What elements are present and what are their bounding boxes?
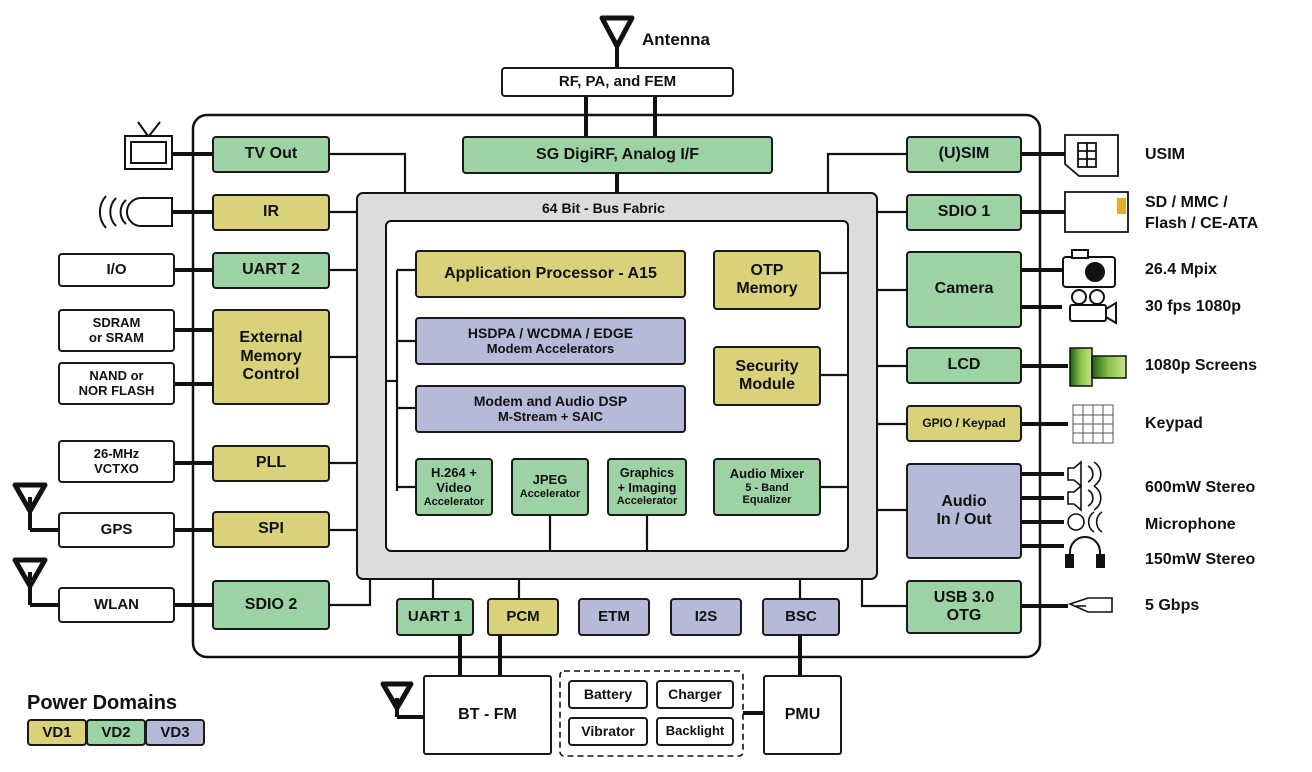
audio-mixer-block: Audio Mixer 5 - Band Equalizer	[713, 458, 821, 516]
sdram-device: SDRAM or SRAM	[58, 309, 175, 352]
io-device: I/O	[58, 253, 175, 287]
h264-title: H.264 + Video	[431, 464, 477, 495]
etm-block: ETM	[578, 598, 650, 636]
gbps-label: 5 Gbps	[1145, 597, 1200, 614]
gps-device: GPS	[58, 512, 175, 548]
screens-label: 1080p Screens	[1145, 357, 1258, 374]
lcd-block: LCD	[906, 347, 1022, 384]
bus-fabric-label: 64 Bit - Bus Fabric	[542, 200, 665, 216]
audio-in-out-block: Audio In / Out	[906, 463, 1022, 559]
gps-antenna-icon	[12, 482, 48, 514]
jpeg-accelerator-block: JPEG Accelerator	[511, 458, 589, 516]
backlight-device: Backlight	[656, 717, 734, 746]
legend-title: Power Domains	[27, 692, 178, 714]
mixer-title: Audio Mixer	[729, 465, 805, 481]
dsp-title: Modem and Audio DSP	[473, 393, 628, 410]
mpix-label: 26.4 Mpix	[1145, 261, 1218, 278]
jpeg-subtitle: Accelerator	[519, 488, 581, 501]
gpio-keypad-block: GPIO / Keypad	[906, 405, 1022, 442]
graphics-subtitle: Accelerator	[616, 495, 678, 508]
stereo150-label: 150mW Stereo	[1145, 551, 1256, 568]
vctxo-device: 26-MHz VCTXO	[58, 440, 175, 483]
sdio2-block: SDIO 2	[212, 580, 330, 630]
h264-accelerator-block: H.264 + Video Accelerator	[415, 458, 493, 516]
external-memory-control-block: External Memory Control	[212, 309, 330, 405]
camera-icon	[1062, 249, 1116, 288]
bsc-block: BSC	[762, 598, 840, 636]
tv-icon	[124, 121, 173, 170]
usim-label: USIM	[1145, 146, 1185, 163]
rf-pa-fem-block: RF, PA, and FEM	[501, 67, 734, 97]
btfm-antenna-icon	[380, 681, 414, 711]
ir-block: IR	[212, 194, 330, 231]
digirf-block: SG DigiRF, Analog I/F	[462, 136, 773, 174]
otp-memory-block: OTP Memory	[713, 250, 821, 310]
nand-flash-device: NAND or NOR FLASH	[58, 362, 175, 405]
video-camera-icon	[1069, 289, 1117, 325]
usim-block: (U)SIM	[906, 136, 1022, 173]
graphics-title: Graphics + Imaging	[617, 466, 677, 495]
hsdpa-title: HSDPA / WCDMA / EDGE	[467, 325, 634, 342]
usb-otg-block: USB 3.0 OTG	[906, 580, 1022, 634]
usb-icon	[1067, 597, 1113, 613]
i2s-block: I2S	[670, 598, 742, 636]
sdio1-block: SDIO 1	[906, 194, 1022, 231]
ir-icon	[98, 195, 173, 229]
bt-fm-device: BT - FM	[423, 675, 552, 755]
keypad-icon	[1072, 404, 1114, 444]
uart2-block: UART 2	[212, 252, 330, 289]
microphone-icon	[1067, 511, 1103, 533]
charger-device: Charger	[656, 680, 734, 709]
headphones-icon	[1065, 536, 1105, 568]
legend-vd2: VD2	[86, 719, 146, 746]
h264-subtitle: Accelerator	[423, 495, 485, 508]
fps-label: 30 fps 1080p	[1145, 298, 1242, 315]
wlan-device: WLAN	[58, 587, 175, 623]
speaker-icon	[1067, 484, 1102, 512]
stereo600-label: 600mW Stereo	[1145, 479, 1256, 496]
jpeg-title: JPEG	[532, 472, 568, 488]
mixer-subtitle: 5 - Band Equalizer	[742, 481, 792, 507]
dsp-subtitle: M-Stream + SAIC	[497, 408, 604, 424]
legend-vd1: VD1	[27, 719, 87, 746]
vibrator-device: Vibrator	[568, 717, 648, 746]
graphics-accelerator-block: Graphics + Imaging Accelerator	[607, 458, 687, 516]
battery-device: Battery	[568, 680, 648, 709]
sim-card-icon	[1064, 134, 1119, 177]
pmu-device: PMU	[763, 675, 842, 755]
hsdpa-modem-block: HSDPA / WCDMA / EDGE Modem Accelerators	[415, 317, 686, 365]
hsdpa-subtitle: Modem Accelerators	[486, 340, 615, 356]
sd-card-icon	[1064, 191, 1129, 233]
legend-vd3: VD3	[145, 719, 205, 746]
antenna-label: Antenna	[642, 30, 710, 49]
keypad-label: Keypad	[1145, 415, 1203, 432]
screen-icon	[1069, 347, 1127, 387]
sd-mmc-label: SD / MMC / Flash / CE-ATA	[1145, 194, 1259, 232]
speaker-icon	[1067, 460, 1102, 488]
uart1-block: UART 1	[396, 598, 474, 636]
pcm-block: PCM	[487, 598, 559, 636]
tv-out-block: TV Out	[212, 136, 330, 173]
spi-block: SPI	[212, 511, 330, 548]
security-module-block: Security Module	[713, 346, 821, 406]
modem-audio-dsp-block: Modem and Audio DSP M-Stream + SAIC	[415, 385, 686, 433]
camera-block: Camera	[906, 251, 1022, 328]
pll-block: PLL	[212, 445, 330, 482]
application-processor-block: Application Processor - A15	[415, 250, 686, 298]
antenna-icon	[599, 15, 635, 49]
wlan-antenna-icon	[12, 557, 48, 589]
microphone-label: Microphone	[1145, 516, 1236, 533]
